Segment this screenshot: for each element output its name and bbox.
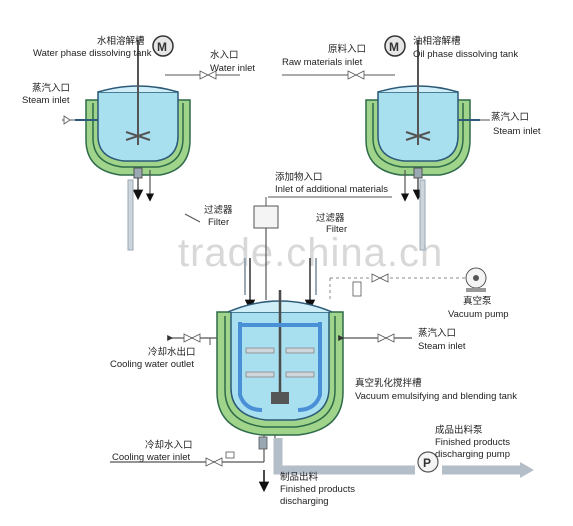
oil-phase-tank	[365, 40, 480, 251]
svg-text:discharging: discharging	[280, 496, 329, 507]
svg-text:P: P	[423, 456, 431, 470]
finished-products-pump: P 成品出料泵 Finished products discharging pu…	[273, 424, 534, 478]
svg-text:原料入口: 原料入口	[328, 43, 366, 55]
raw-materials-inlet: 原料入口 Raw materials inlet	[282, 43, 395, 80]
water-tank-label-cn: 水相溶解槽	[97, 35, 145, 47]
svg-text:discharging pump: discharging pump	[435, 449, 510, 460]
cooling-water-outlet: 冷却水出口 Cooling water outlet	[110, 333, 217, 370]
steam-inlet-right: 蒸汽入口 Steam inlet	[480, 111, 541, 137]
feed-pipes	[244, 258, 317, 311]
water-tank-label-en: Water phase dissolving tank	[33, 48, 152, 59]
svg-text:Cooling water outlet: Cooling water outlet	[110, 359, 194, 370]
finished-products-discharging: 制品出料 Finished products discharging	[258, 470, 355, 507]
svg-text:Filter: Filter	[208, 217, 229, 228]
svg-text:过滤器: 过滤器	[316, 212, 345, 224]
steam-inlet-main: 蒸汽入口 Steam inlet	[338, 327, 466, 352]
svg-text:Steam inlet: Steam inlet	[493, 126, 541, 137]
water-inlet: 水入口 Water inlet	[165, 49, 255, 80]
additional-materials-inlet: 添加物入口 Inlet of additional materials	[253, 171, 392, 300]
svg-text:冷却水入口: 冷却水入口	[145, 439, 193, 451]
svg-text:Steam inlet: Steam inlet	[22, 95, 70, 106]
filter-left: 过滤器 Filter	[184, 204, 233, 228]
emulsifying-tank-label-cn: 真空乳化搅拌槽	[355, 377, 422, 389]
svg-text:冷却水出口: 冷却水出口	[148, 346, 196, 358]
svg-text:Vacuum pump: Vacuum pump	[448, 309, 509, 320]
svg-text:过滤器: 过滤器	[204, 204, 233, 216]
svg-text:蒸汽入口: 蒸汽入口	[32, 82, 70, 94]
motor-icon-right: M	[384, 35, 406, 57]
svg-text:Finished products: Finished products	[435, 437, 510, 448]
svg-text:Water inlet: Water inlet	[210, 63, 255, 74]
vacuum-pump: 真空泵 Vacuum pump	[329, 267, 509, 320]
svg-text:Inlet of additional materials: Inlet of additional materials	[275, 184, 388, 195]
emulsifying-tank-label-en: Vacuum emulsifying and blending tank	[355, 391, 517, 402]
svg-text:制品出料: 制品出料	[280, 471, 319, 483]
svg-text:M: M	[157, 40, 167, 54]
svg-text:Cooling water inlet: Cooling water inlet	[112, 452, 191, 463]
filter-right: 过滤器 Filter	[316, 212, 347, 235]
svg-text:水入口: 水入口	[210, 49, 239, 61]
svg-text:蒸汽入口: 蒸汽入口	[491, 111, 529, 123]
svg-text:Raw materials inlet: Raw materials inlet	[282, 57, 363, 68]
svg-text:添加物入口: 添加物入口	[275, 171, 323, 183]
steam-inlet-left: 蒸汽入口 Steam inlet	[22, 82, 75, 125]
oil-tank-label-en: Oil phase dissolving tank	[413, 49, 518, 60]
emulsifying-tank	[216, 290, 344, 470]
cooling-water-inlet: 冷却水入口 Cooling water inlet	[110, 439, 264, 467]
water-phase-tank	[75, 40, 191, 251]
svg-text:Finished products: Finished products	[280, 484, 355, 495]
svg-text:蒸汽入口: 蒸汽入口	[418, 327, 456, 339]
svg-text:Steam inlet: Steam inlet	[418, 341, 466, 352]
motor-icon-left: M	[152, 35, 174, 57]
svg-text:M: M	[389, 40, 399, 54]
oil-tank-label-cn: 油相溶解槽	[413, 35, 461, 47]
svg-text:真空泵: 真空泵	[463, 295, 492, 307]
svg-text:Filter: Filter	[326, 224, 347, 235]
svg-text:成品出料泵: 成品出料泵	[435, 424, 483, 436]
